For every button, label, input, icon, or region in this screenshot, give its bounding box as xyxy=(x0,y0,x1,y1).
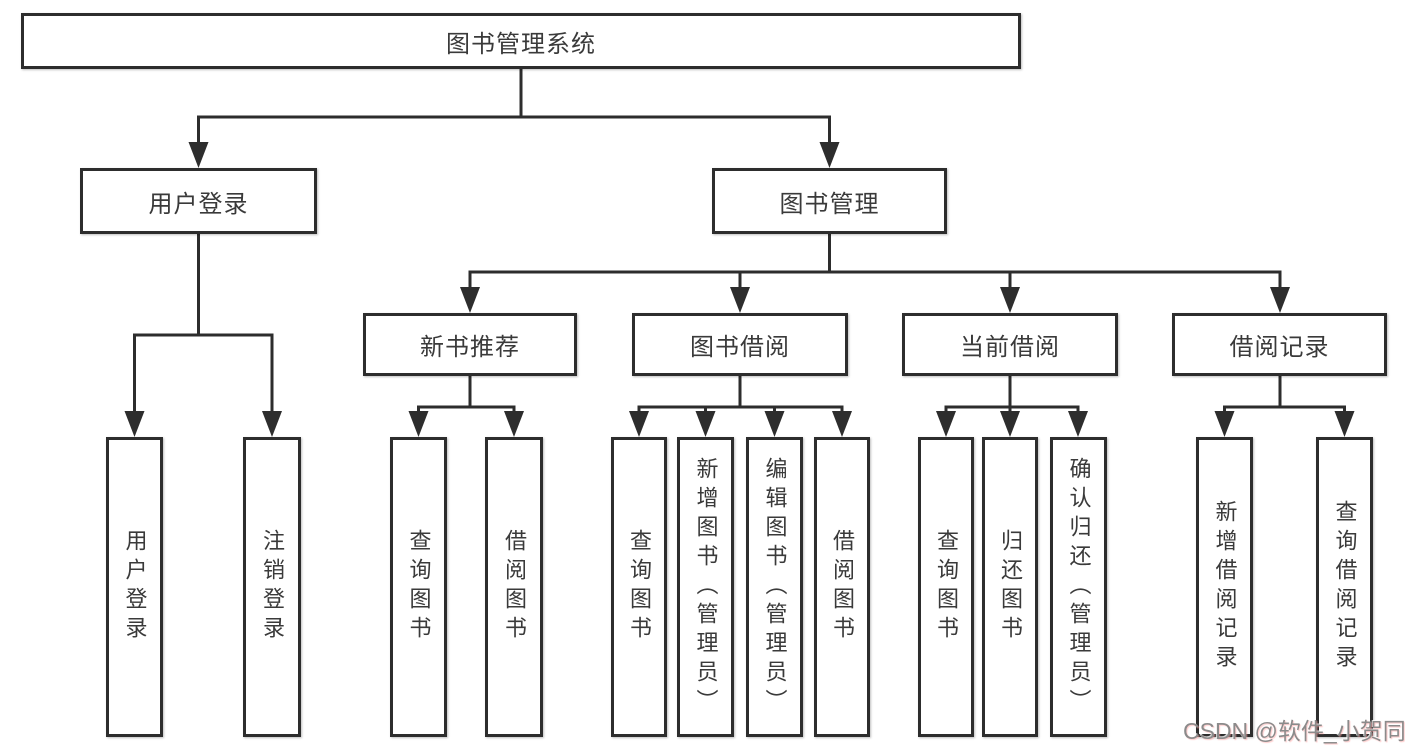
node-query-books-recommend: 查询图书 xyxy=(390,437,447,737)
connector-root-to-level2 xyxy=(188,69,840,168)
node-query-books-current: 查询图书 xyxy=(918,437,974,737)
connector-recommend-children xyxy=(408,376,524,437)
node-logout-leaf: 注销登录 xyxy=(243,437,301,737)
node-add-books-admin: 新增图书（管理员） xyxy=(677,437,734,737)
node-add-borrow-record: 新增借阅记录 xyxy=(1196,437,1253,737)
connector-records-children xyxy=(1214,376,1355,437)
node-user-login: 用户登录 xyxy=(80,168,317,234)
watermark: CSDN @软件_小贺同学 xyxy=(1183,718,1405,744)
node-query-borrow-record: 查询借阅记录 xyxy=(1316,437,1373,737)
connector-user-login-children xyxy=(124,234,282,437)
node-query-books-borrowing: 查询图书 xyxy=(611,437,667,737)
connector-borrowing-children xyxy=(629,376,852,437)
node-user-login-leaf: 用户登录 xyxy=(106,437,163,737)
node-library-management-system: 图书管理系统 xyxy=(21,13,1021,69)
node-borrow-books-recommend: 借阅图书 xyxy=(485,437,543,737)
node-return-books: 归还图书 xyxy=(982,437,1038,737)
connector-current-children xyxy=(936,376,1088,437)
node-current-borrowing: 当前借阅 xyxy=(902,313,1118,376)
node-borrowing-records: 借阅记录 xyxy=(1172,313,1387,376)
node-new-book-recommendation: 新书推荐 xyxy=(363,313,577,376)
node-book-borrowing: 图书借阅 xyxy=(632,313,848,376)
node-confirm-return-admin: 确认归还（管理员） xyxy=(1050,437,1107,737)
node-edit-books-admin: 编辑图书（管理员） xyxy=(746,437,803,737)
node-book-management: 图书管理 xyxy=(712,168,947,234)
node-borrow-books-borrowing: 借阅图书 xyxy=(814,437,870,737)
connector-level2-to-level3 xyxy=(460,234,1290,313)
